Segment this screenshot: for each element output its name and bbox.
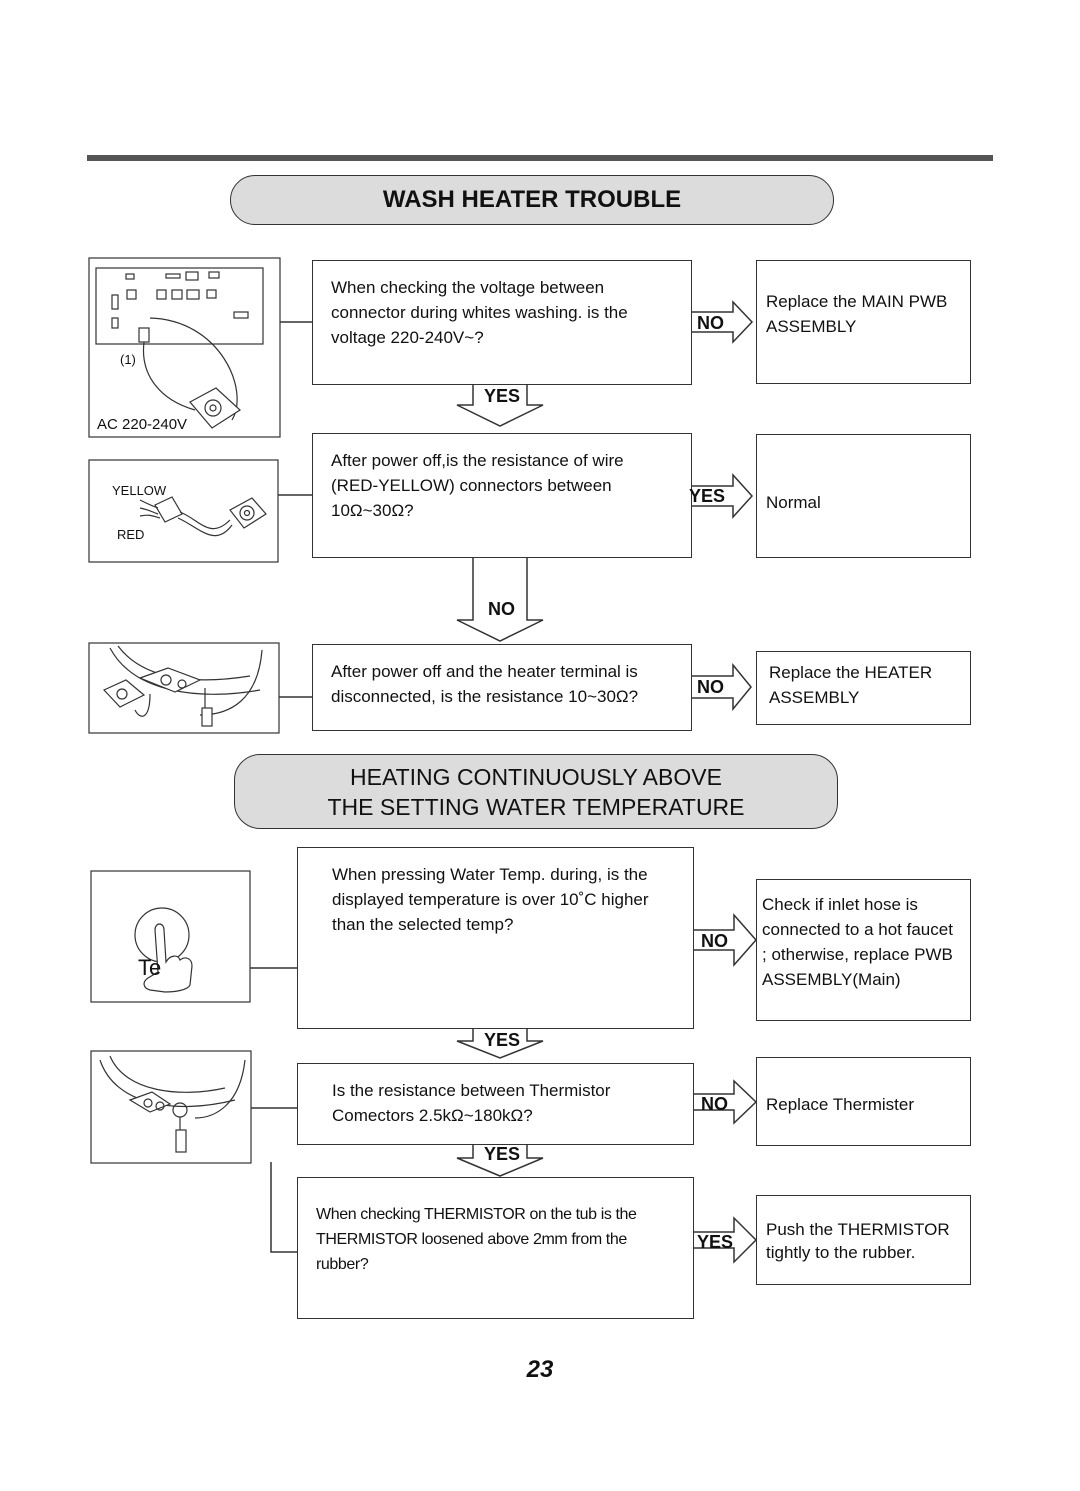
result-box-replace-heater: Replace the HEATER ASSEMBLY [756,651,971,725]
label-yes-3: YES [484,1030,521,1050]
arrow-down-yes-3 [456,1029,544,1059]
label-no-2: NO [488,599,515,619]
label-no-5: NO [701,1094,728,1114]
section-title-heating-continuously: HEATING CONTINUOUSLY ABOVE THE SETTING W… [234,754,838,829]
result-replace-main-pwb-text: Replace the MAIN PWB ASSEMBLY [766,292,948,336]
pcb-illustration [88,257,281,438]
result-check-inlet-hose-text: Check if inlet hose is connected to a ho… [762,895,953,989]
question-wire-resistance-text: After power off,is the resistance of wir… [331,451,624,520]
label-yes-2: YES [689,486,726,506]
arrow-right-no-1 [692,300,754,344]
question-box-thermistor-loosened: When checking THERMISTOR on the tub is t… [297,1177,694,1319]
result-replace-thermister-text: Replace Thermister [766,1095,915,1114]
question-box-heater-resistance: After power off and the heater terminal … [312,644,692,731]
finger-press-illustration [90,870,251,1003]
label-yes-5: YES [697,1232,734,1252]
section-title-line-2: THE SETTING WATER TEMPERATURE [327,793,745,820]
label-no-4: NO [701,931,728,951]
thermistor-illustration [90,1050,252,1164]
result-box-replace-main-pwb: Replace the MAIN PWB ASSEMBLY [756,260,971,384]
label-no-1: NO [697,313,724,333]
arrow-right-no-3 [692,662,752,712]
arrow-down-no-2 [456,558,544,642]
result-box-replace-thermister: Replace Thermister [756,1057,971,1146]
result-replace-heater-text: Replace the HEATER ASSEMBLY [769,663,933,707]
result-box-check-inlet-hose: Check if inlet hose is connected to a ho… [756,879,971,1021]
question-box-wire-resistance: After power off,is the resistance of wir… [312,433,692,558]
question-box-thermistor-resistance: Is the resistance between Thermistor Com… [297,1063,694,1145]
result-box-push-thermistor: Push the THERMISTOR tightly to the rubbe… [756,1195,971,1285]
heater-terminal-illustration [88,642,280,734]
label-yes-1: YES [484,386,521,406]
page-number: 23 [526,1356,554,1383]
arrow-right-yes-2 [692,473,754,519]
question-box-displayed-temp: When pressing Water Temp. during, is the… [297,847,694,1029]
result-box-normal: Normal [756,434,971,558]
section-title-line-1: HEATING CONTINUOUSLY ABOVE [350,763,722,790]
arrow-down-yes-4 [456,1145,544,1177]
section-title-wash-heater: WASH HEATER TROUBLE [230,175,834,225]
result-normal-text: Normal [766,493,821,512]
red-wire-label: RED [117,527,145,542]
question-thermistor-resistance-text: Is the resistance between Thermistor Com… [332,1081,611,1125]
button-temp-label: Te [138,955,162,980]
top-rule [87,155,993,161]
question-thermistor-loosened-text: When checking THERMISTOR on the tub is t… [316,1206,637,1273]
question-voltage-text: When checking the voltage between connec… [331,278,628,347]
label-yes-4: YES [484,1144,521,1164]
question-heater-resistance-text: After power off and the heater terminal … [331,662,639,706]
question-box-voltage: When checking the voltage between connec… [312,260,692,385]
yellow-wire-label: YELLOW [112,483,167,498]
marker-1-label: (1) [120,352,136,367]
label-no-3: NO [697,677,724,697]
arrow-down-yes-1 [456,385,544,427]
voltage-caption: AC 220-240V [97,416,188,433]
result-push-thermistor-text: Push the THERMISTOR tightly to the rubbe… [766,1220,950,1262]
section-title-text: WASH HEATER TROUBLE [382,186,682,213]
wire-connector-illustration [88,459,279,563]
question-displayed-temp-text: When pressing Water Temp. during, is the… [332,865,649,934]
